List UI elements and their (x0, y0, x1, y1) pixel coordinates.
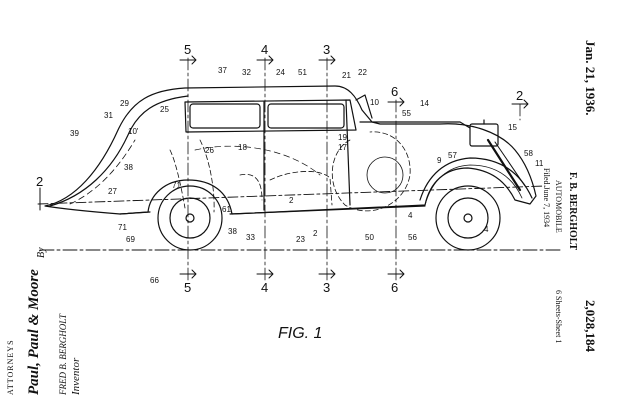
ref-numeral: 9 (437, 156, 442, 165)
reference-numerals: 37 32 24 51 21 22 10 14 25 29 31 39 10' … (70, 66, 544, 285)
radiator-grille (486, 138, 522, 192)
section-line-2 (37, 185, 546, 205)
section-arrow-5-top (179, 55, 197, 65)
body-contour-line (194, 145, 321, 176)
attorney-signature: Paul, Paul & Moore (26, 269, 42, 395)
section-label-4-bottom: 4 (261, 280, 268, 295)
front-wheel-rim (447, 197, 489, 239)
patent-number: 2,028,184 (583, 300, 598, 352)
patent-title: AUTOMOBILE (554, 180, 563, 233)
ref-numeral: 38 (228, 227, 237, 236)
windshield-post (355, 94, 373, 119)
ref-numeral: 21 (342, 71, 351, 80)
ref-numeral: 27 (108, 187, 117, 196)
ref-numeral: 50 (365, 233, 374, 242)
section-label-6-bottom: 6 (391, 280, 398, 295)
ref-numeral: 4 (408, 211, 413, 220)
ref-numeral: 26 (205, 146, 214, 155)
hood-line (359, 121, 471, 129)
by-label: By (36, 247, 47, 258)
ref-numeral: 71 (172, 181, 181, 190)
spare-wheel-hidden (366, 156, 404, 194)
section-arrow-3-bottom (318, 269, 336, 279)
ref-numeral: 10' (128, 127, 139, 136)
rear-hidden-line (69, 139, 136, 205)
car-body-outline (44, 85, 537, 215)
inventor-full-name: FRED B. BERGHOLT (58, 313, 68, 395)
section-label-2-left: 2 (36, 174, 43, 189)
section-arrow-3-top (318, 55, 336, 65)
ref-numeral: 23 (296, 235, 305, 244)
patent-date: Jan. 21, 1936. (583, 40, 598, 116)
rear-side-window (189, 103, 261, 129)
section-label-2-right: 2 (516, 88, 523, 103)
ref-numeral: 32 (242, 68, 251, 77)
rear-door-line (199, 139, 215, 213)
section-label-5-top: 5 (184, 42, 191, 57)
front-wheel-hub (463, 213, 473, 223)
section-arrow-4-bottom (256, 269, 274, 279)
seat-hidden-lines (169, 149, 333, 209)
front-door-edge (345, 99, 351, 206)
ref-numeral: 15 (508, 123, 517, 132)
attorneys-label: ATTORNEYS (6, 339, 15, 395)
ref-numeral: 38 (124, 163, 133, 172)
filed-date: Filed June 7, 1934 (542, 168, 551, 228)
figure-caption: FIG. 1 (278, 325, 322, 342)
ref-numeral: 29 (120, 99, 129, 108)
section-label-5-bottom: 5 (184, 280, 191, 295)
ref-numeral: 58 (524, 149, 533, 158)
ref-numeral: 66 (150, 276, 159, 285)
ref-numeral: 19 (338, 133, 347, 142)
ref-numeral: 11 (535, 159, 544, 168)
ref-numeral: 37 (218, 66, 227, 75)
inventor-name-header: F. B. BERGHOLT (567, 172, 578, 251)
ref-numeral: 14 (420, 99, 429, 108)
ref-numeral: 10 (370, 98, 379, 107)
rear-panel-line (49, 95, 189, 207)
section-label-4-top: 4 (261, 42, 268, 57)
section-label-3-bottom: 3 (323, 280, 330, 295)
ref-numeral: 25 (160, 105, 169, 114)
section-arrow-4-top (256, 55, 274, 65)
front-side-window (267, 103, 345, 129)
section-label-6-top: 6 (391, 84, 398, 99)
rear-wheel-hub (185, 213, 195, 223)
ref-numeral: 61 (222, 205, 231, 214)
ref-numeral: 51 (298, 68, 307, 77)
section-arrow-6-top (387, 97, 405, 107)
ref-numeral: 24 (276, 68, 285, 77)
section-arrow-6-bottom (387, 269, 405, 279)
ref-numeral: 18 (238, 143, 247, 152)
ref-numeral: 17 (338, 143, 347, 152)
rear-skirt-line (119, 211, 151, 215)
front-wheel-tire (435, 185, 501, 251)
rear-wheel-tire (157, 185, 223, 251)
rear-wheel-rim (169, 197, 211, 239)
front-fender (419, 157, 533, 201)
section-arrow-2-right (511, 99, 529, 109)
window-band (184, 99, 357, 133)
ref-numeral: 2 (313, 229, 318, 238)
sheet-count: 6 Sheets-Sheet 1 (554, 290, 563, 344)
ref-numeral: 33 (246, 233, 255, 242)
ref-numeral: 39 (70, 129, 79, 138)
ref-numeral: 69 (126, 235, 135, 244)
ref-numeral: 55 (402, 109, 411, 118)
ref-numeral: 31 (104, 111, 113, 120)
ref-numeral: 71 (118, 223, 127, 232)
ref-numeral: 57 (448, 151, 457, 160)
ref-numeral: 22 (358, 68, 367, 77)
ref-numeral: 4 (484, 225, 489, 234)
ref-numeral: 56 (408, 233, 417, 242)
front-fender-inner (424, 164, 523, 206)
inventor-label: Inventor (70, 357, 82, 395)
running-board-line (229, 205, 426, 215)
section-label-3-top: 3 (323, 42, 330, 57)
section-arrow-5-bottom (179, 269, 197, 279)
ref-numeral: 2 (289, 196, 294, 205)
